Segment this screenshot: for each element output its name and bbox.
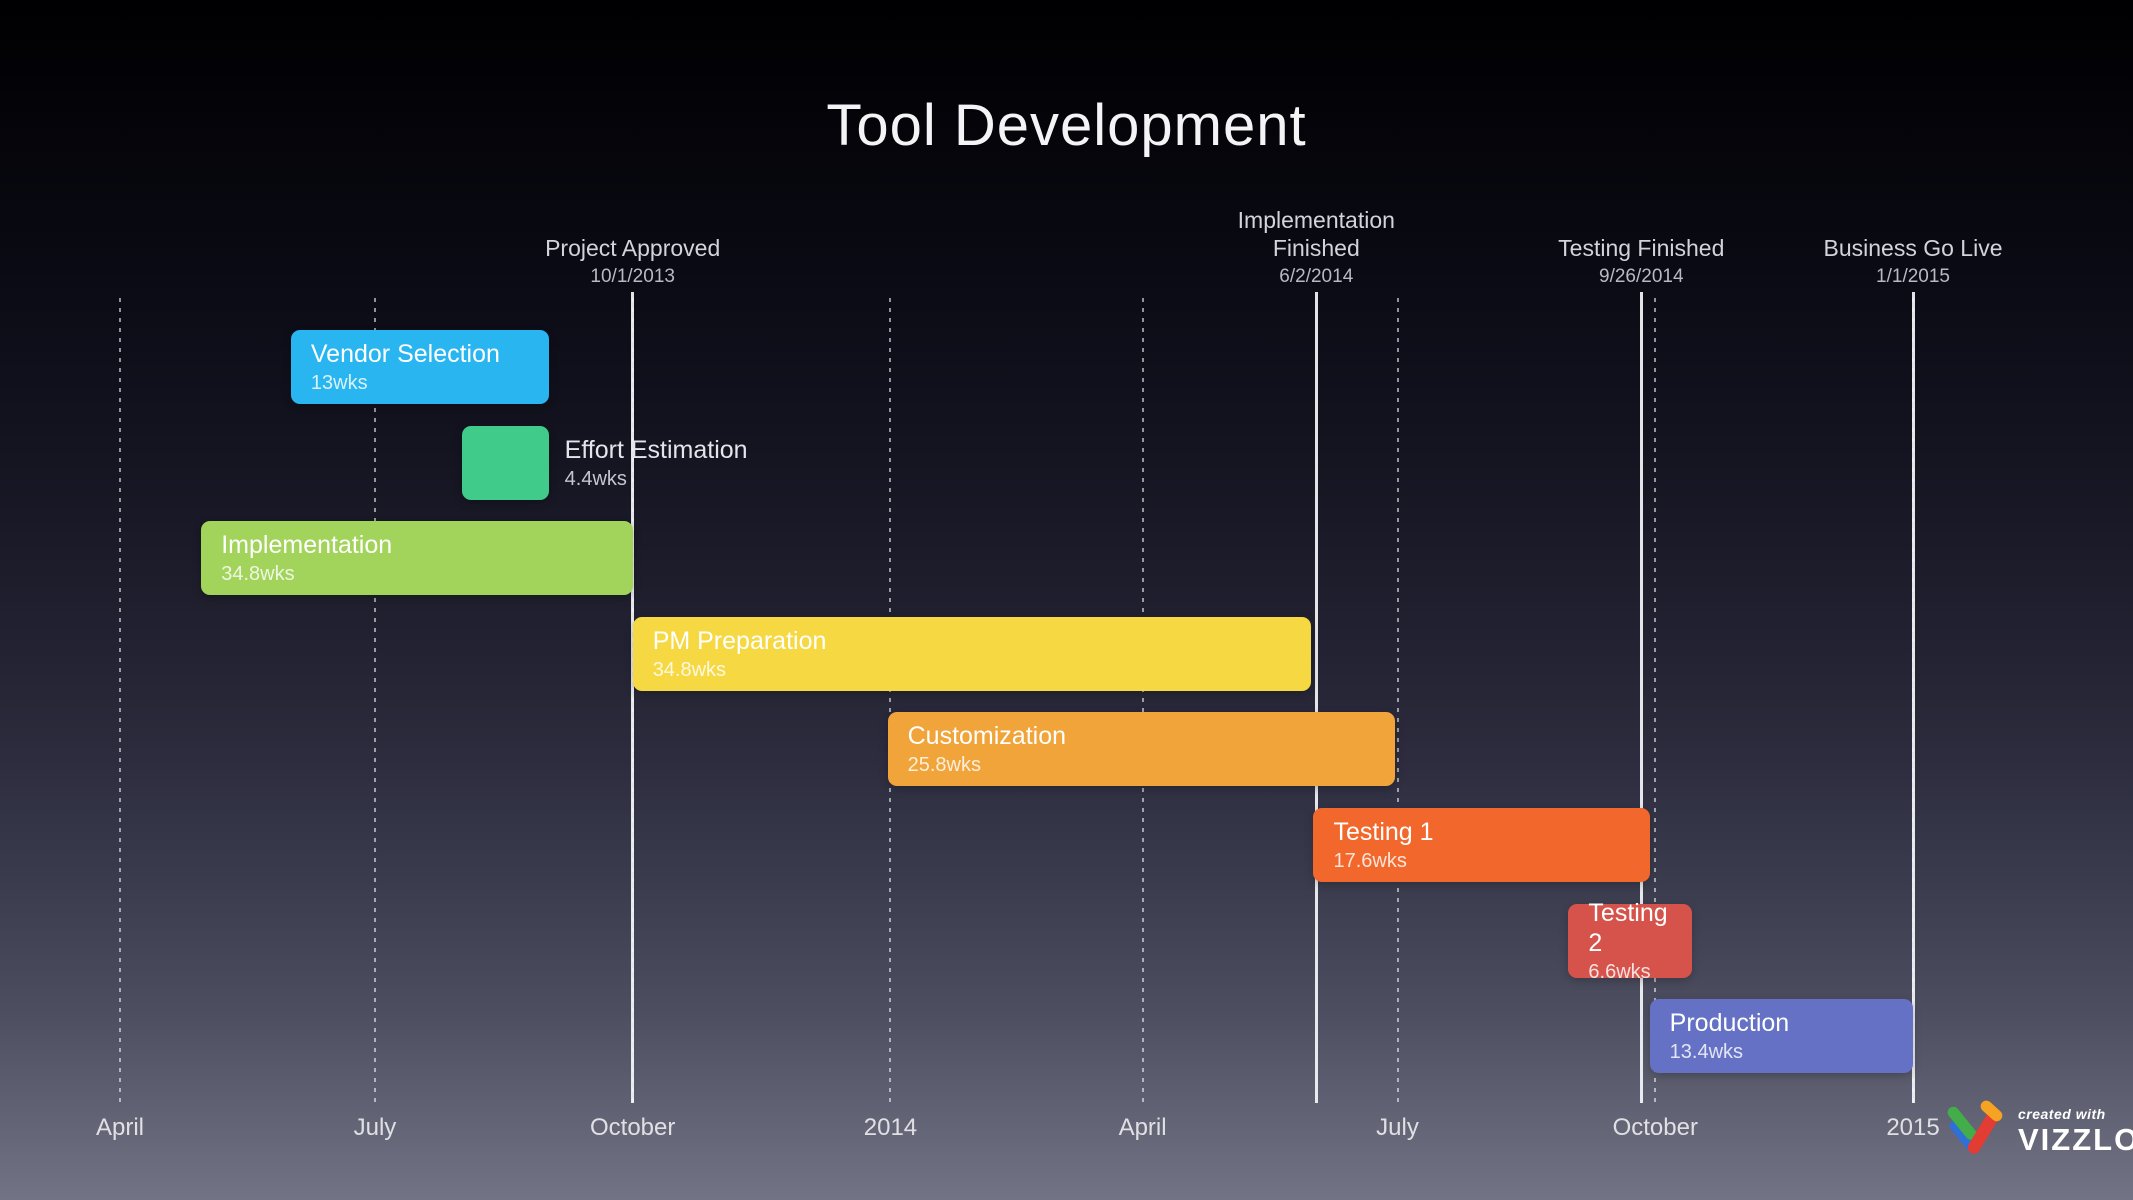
axis-label-2014: 2014: [863, 1114, 918, 1141]
gridline-april: [1141, 298, 1144, 1103]
task-duration: 4.4wks: [564, 467, 627, 490]
task-bar-pm-preparation[interactable]: PM Preparation 34.8wks: [632, 616, 1311, 691]
milestone-title: Implementation Finished: [1237, 206, 1395, 262]
task-duration: 34.8wks: [221, 563, 295, 586]
milestone-date: 1/1/2015: [1876, 266, 1950, 287]
task-duration: 25.8wks: [907, 754, 981, 777]
milestone-title: Project Approved: [545, 235, 721, 262]
task-name: PM Preparation: [652, 626, 827, 655]
task-name: Testing 1: [1333, 818, 1434, 846]
axis-label-october: October: [590, 1114, 676, 1141]
milestone-label-implementation-finished: Implementation Finished 6/2/2014: [1201, 206, 1431, 289]
task-duration: 6.6wks: [1588, 960, 1651, 983]
created-with-text: created with: [2018, 1106, 2106, 1122]
axis-label-april: April: [1118, 1114, 1167, 1141]
milestone-label-business-go-live: Business Go Live 1/1/2015: [1798, 234, 2028, 288]
axis-label-july: July: [353, 1114, 397, 1141]
vizzlo-logo-icon: [1947, 1100, 2003, 1154]
task-duration: 17.6wks: [1333, 850, 1407, 872]
milestone-label-project-approved: Project Approved 10/1/2013: [518, 234, 748, 288]
gridline-2014: [889, 298, 892, 1103]
axis-label-april: April: [95, 1114, 145, 1141]
task-name: Effort Estimation: [564, 435, 748, 464]
task-duration: 13wks: [310, 372, 368, 394]
chart-title: Tool Development: [826, 93, 1307, 158]
milestone-date: 9/26/2014: [1599, 266, 1684, 287]
milestone-title: Testing Finished: [1558, 235, 1725, 262]
gridline-july: [373, 298, 376, 1103]
milestone-date: 6/2/2014: [1279, 266, 1354, 287]
task-name: Customization: [907, 722, 1067, 751]
task-bar-testing-1[interactable]: Testing 1 17.6wks: [1313, 808, 1650, 882]
task-bar-testing-2[interactable]: Testing 2 6.6wks: [1568, 899, 1692, 983]
milestone-line-testing-finished[interactable]: [1639, 292, 1643, 1103]
milestone-line-business-go-live[interactable]: [1911, 292, 1915, 1103]
milestone-line-implementation-finished[interactable]: [1314, 292, 1318, 1103]
milestone-label-testing-finished: Testing Finished 9/26/2014: [1526, 234, 1756, 288]
task-bar-vendor-selection[interactable]: Vendor Selection 13wks: [290, 330, 549, 404]
task-name: Production: [1669, 1009, 1790, 1038]
axis-label-2015: 2015: [1886, 1114, 1940, 1141]
task-bar-customization[interactable]: Customization 25.8wks: [887, 712, 1395, 787]
task-duration: 34.8wks: [652, 658, 727, 681]
task-name: Implementation: [221, 531, 393, 560]
milestone-date: 10/1/2013: [590, 266, 675, 287]
task-name: Testing 2: [1588, 898, 1668, 957]
gridline-april: [119, 298, 121, 1103]
task-duration: 13.4wks: [1669, 1041, 1744, 1064]
axis-label-july: July: [1376, 1114, 1419, 1141]
vizzlo-branding[interactable]: created with VIZZLO: [1942, 1098, 2133, 1164]
gridline-july: [1396, 298, 1399, 1103]
task-outside-label-effort-estimation: Effort Estimation 4.4wks: [565, 426, 748, 500]
task-bar-effort-estimation[interactable]: [461, 425, 549, 500]
gridline-october: [1654, 298, 1657, 1103]
task-name: Vendor Selection: [310, 340, 500, 368]
milestone-title: Business Go Live: [1823, 235, 2003, 262]
axis-label-october: October: [1612, 1114, 1698, 1141]
milestone-line-project-approved[interactable]: [631, 292, 635, 1103]
task-bar-implementation[interactable]: Implementation 34.8wks: [201, 521, 633, 596]
task-bar-production[interactable]: Production 13.4wks: [1649, 999, 1914, 1074]
brand-name-text: VIZZLO: [2018, 1122, 2133, 1157]
